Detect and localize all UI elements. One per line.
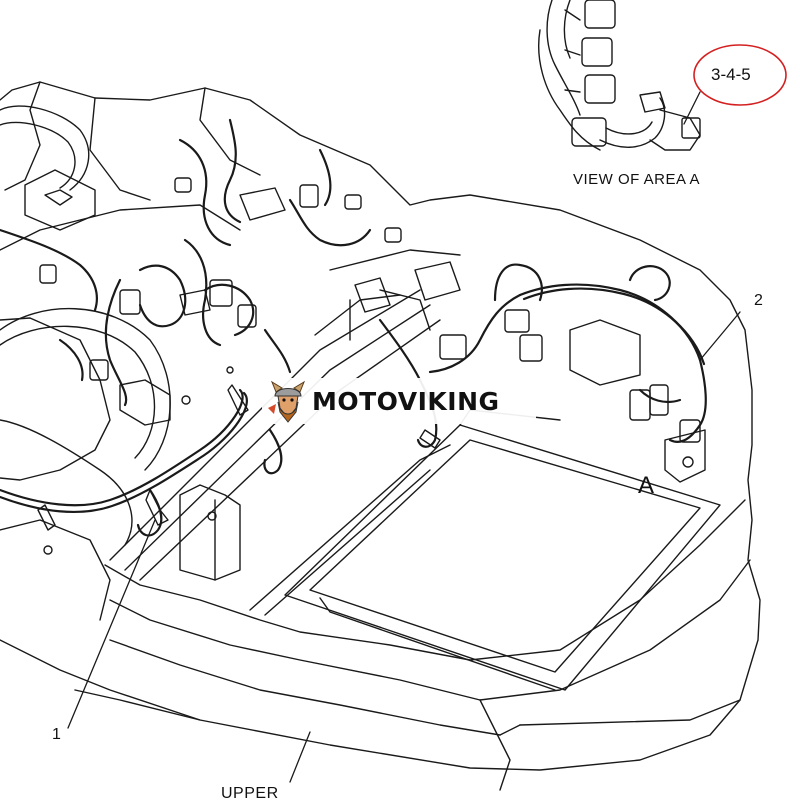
- viking-head-icon: [268, 380, 306, 423]
- frame-brackets: [24, 169, 706, 581]
- reference-number: 3-4-5: [711, 65, 751, 84]
- area-marker: A: [638, 472, 655, 499]
- view-of-area-a-inset: [538, 0, 701, 151]
- callout-leaders: [67, 91, 741, 783]
- harness-1: [0, 118, 438, 537]
- harness-2: [428, 263, 707, 443]
- frame-rails: [109, 249, 461, 616]
- harness-clamps: [37, 366, 441, 555]
- view-caption: VIEW OF AREA A: [573, 171, 701, 188]
- callout-2: 2: [754, 292, 763, 309]
- frame-openings: [0, 105, 171, 546]
- harness-connectors: [39, 177, 701, 443]
- base-tray: [74, 499, 751, 791]
- watermark: MOTOVIKING: [262, 378, 536, 424]
- reference-circle: [693, 44, 787, 106]
- watermark-brand: MOTOVIKING: [312, 386, 500, 416]
- callout-1: 1: [52, 726, 61, 743]
- mounting-plate: [284, 409, 721, 691]
- section-label: UPPER: [221, 785, 279, 802]
- frame-outline: [0, 81, 761, 771]
